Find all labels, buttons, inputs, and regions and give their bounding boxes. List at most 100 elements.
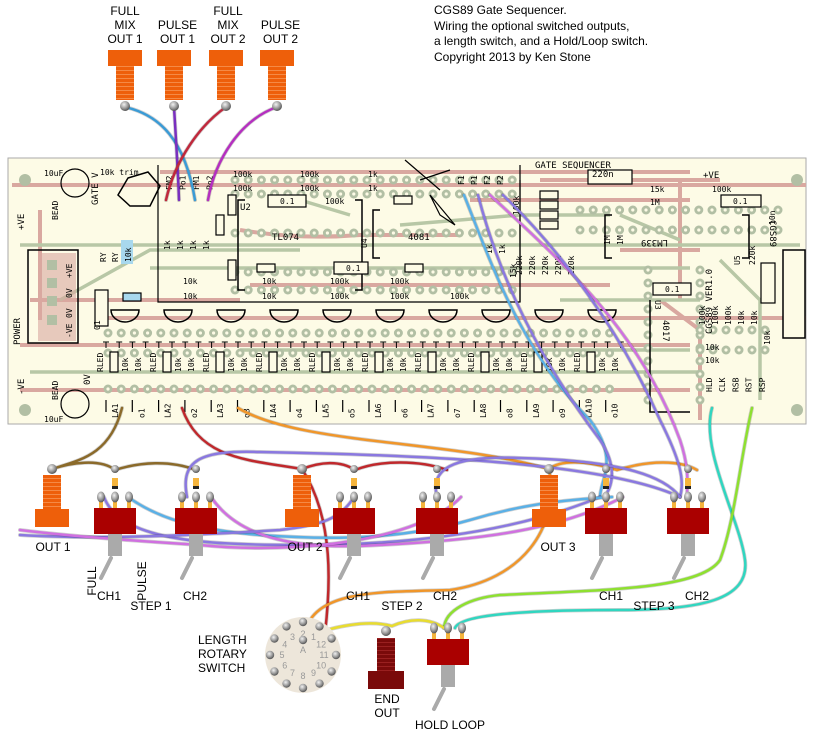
transistor-outline: [481, 309, 511, 323]
pcb-pad-hole: [225, 387, 229, 391]
res-control-label: 10k: [750, 310, 759, 325]
pcb-pad-hole: [291, 387, 295, 391]
diode-body: [122, 292, 142, 302]
pcb-pad-hole: [365, 231, 369, 235]
pcb-pad-hole: [146, 351, 150, 355]
lug-leg: [99, 497, 103, 509]
resistor-value-label: 100k: [390, 277, 409, 286]
pcb-pad-hole: [631, 208, 635, 212]
resistor-value-label: 100k: [300, 170, 319, 179]
diode-band: [603, 486, 609, 489]
pcb-pad-hole: [476, 387, 480, 391]
pcb-pad-hole: [259, 192, 263, 196]
bottom-pin-label: LA10: [584, 399, 593, 418]
rotary-lug: [298, 617, 308, 627]
pcb-pad-hole: [724, 348, 728, 352]
switch-bushing: [599, 534, 613, 556]
lug-leg: [194, 497, 198, 509]
pcb-pad-hole: [776, 208, 780, 212]
resistor-body: [268, 351, 278, 373]
pcb-pad-hole: [484, 178, 488, 182]
switch-lug: [698, 491, 706, 503]
lug-leg: [352, 497, 356, 509]
pcb-pad-hole: [515, 351, 519, 355]
res-10k-label: 10k: [124, 247, 133, 262]
pcb-pad-hole: [396, 331, 400, 335]
pcb-pad-hole: [436, 331, 440, 335]
plus-ve-label-right: +VE: [703, 171, 719, 181]
pcb-pad-hole: [304, 331, 308, 335]
jack-nut: [260, 50, 294, 66]
ic-tl074-label: TL074: [272, 233, 299, 243]
resistor-lead: [340, 341, 347, 348]
pcb-pad-hole: [436, 351, 440, 355]
minus-ve-label: -VE: [17, 379, 27, 395]
pcb-pad-hole: [264, 387, 268, 391]
pcb-pad-hole: [457, 178, 461, 182]
diode-body: [112, 478, 118, 488]
power-header-outline: [27, 249, 79, 344]
pcb-pad-hole: [763, 228, 767, 232]
pcb-pad-hole: [462, 387, 466, 391]
pcb-pad-hole: [581, 351, 585, 355]
switch-bushing: [347, 534, 361, 556]
resistor-lead: [472, 341, 479, 348]
pcb-pad-hole: [299, 270, 303, 274]
end-out-jack: [368, 626, 404, 689]
wire-p2: [501, 193, 684, 499]
pcb-pad-hole: [698, 294, 702, 298]
res-220k-label: 220k: [541, 256, 550, 275]
pcb-pad-hole: [317, 351, 321, 355]
bottom-pin-label: o10: [611, 403, 620, 418]
power-pin-label: +VE: [65, 263, 74, 278]
rotary-lug: [298, 683, 308, 693]
pcb-pad-hole: [431, 178, 435, 182]
diode-band: [112, 486, 118, 489]
switch-lug: [125, 491, 133, 503]
switch-lug: [447, 491, 455, 503]
jack-label-pulse-out-1: PULSE OUT 1: [157, 18, 198, 46]
switch-lug: [206, 491, 214, 503]
resistor-value-label: 100k: [325, 197, 344, 206]
rotary-lug: [270, 667, 279, 676]
rotary-lug: [315, 622, 324, 631]
pcb-pad-hole: [608, 387, 612, 391]
f-pin-label: P2: [496, 175, 505, 185]
pcb-pad-hole: [410, 351, 414, 355]
pcb-pad-hole: [119, 387, 123, 391]
pcb-pad-hole: [618, 228, 622, 232]
jack-label-full-mix-out-1: FULL MIX OUT 1: [107, 4, 143, 46]
pcb-pad-hole: [698, 398, 702, 402]
res-10k-label: 10k: [134, 357, 143, 372]
pcb-pad-hole: [238, 331, 242, 335]
resistor-lead: [182, 341, 189, 348]
pcb-pad-hole: [330, 351, 334, 355]
pcb-pad-hole: [423, 351, 427, 355]
trimpot-outline: [117, 171, 161, 207]
pcb-pad-hole: [750, 228, 754, 232]
top-pin-label: Po1: [179, 175, 188, 190]
power-pin: [47, 278, 57, 288]
ry-label: RY: [111, 252, 120, 262]
res-1k-label: 1k: [176, 240, 185, 250]
f-pin-label: F2: [483, 175, 492, 185]
pcb-pad-hole: [723, 228, 727, 232]
pcb-pad-hole: [198, 387, 202, 391]
diode-lug: [433, 465, 441, 473]
pcb-pad-hole: [344, 351, 348, 355]
pcb-pad-hole: [710, 208, 714, 212]
pcb-pad-hole: [431, 288, 435, 292]
pcb-pad-hole: [146, 387, 150, 391]
resistor-lead: [419, 341, 426, 348]
switch-lever: [672, 556, 686, 580]
pcb-pad-hole: [185, 387, 189, 391]
jack-nut: [532, 509, 566, 527]
resistor-lead: [287, 341, 294, 348]
pcb-pad-hole: [497, 270, 501, 274]
diode-lug: [350, 465, 358, 473]
lug-leg: [590, 497, 594, 509]
rled-label: RLED: [361, 353, 370, 372]
rotary-body: [265, 617, 341, 693]
rotary-lug: [315, 679, 324, 688]
switch-lever: [180, 556, 194, 580]
